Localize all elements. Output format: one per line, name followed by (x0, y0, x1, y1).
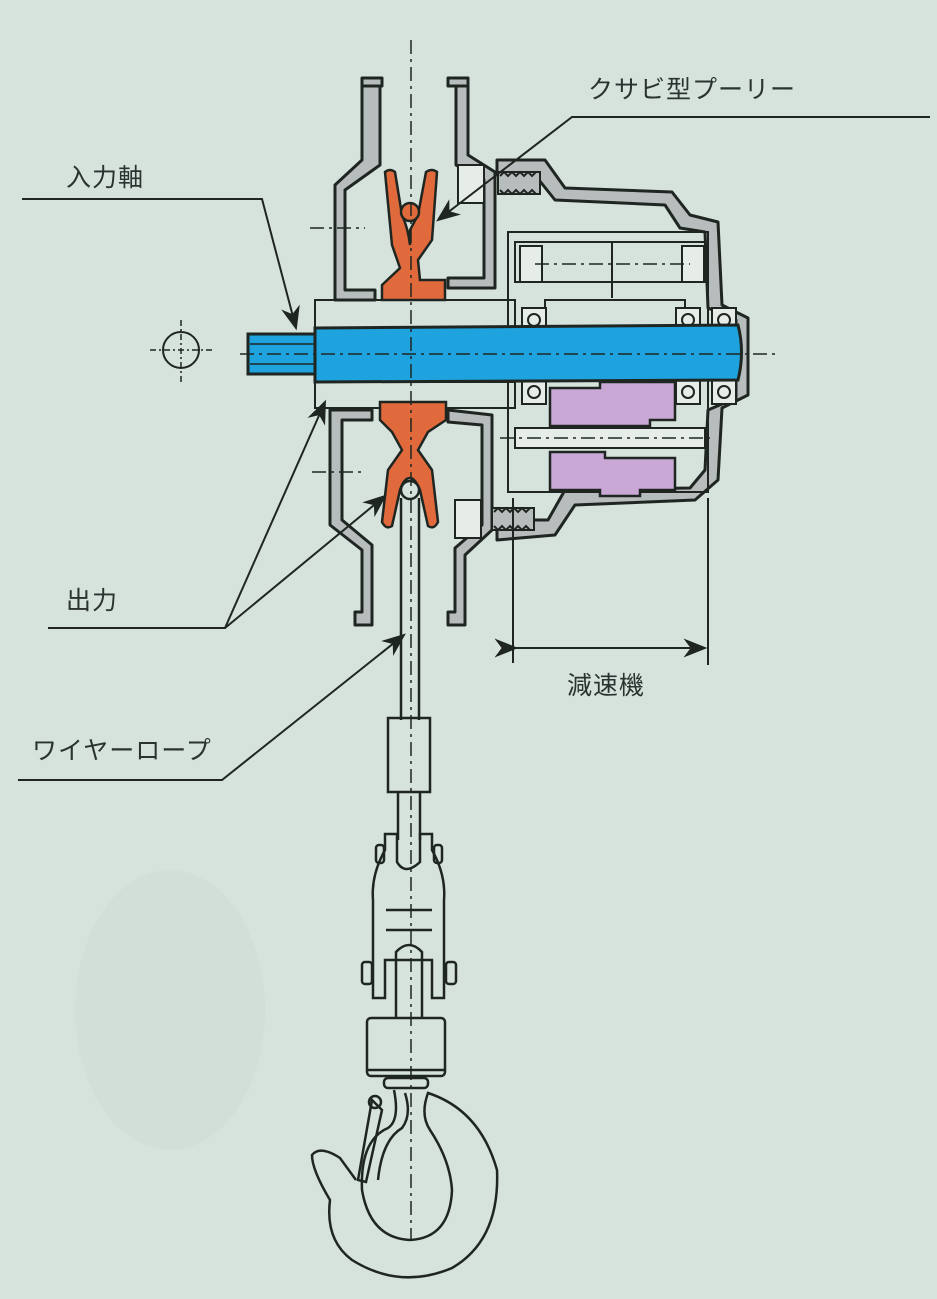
upper-housing (333, 76, 497, 302)
centerlines (240, 40, 775, 1240)
wire-rope (399, 498, 421, 720)
label-input-shaft: 入力軸 (66, 163, 145, 192)
label-reducer: 減速機 (567, 671, 646, 700)
upper-bolt (457, 164, 541, 204)
reducer-gears (548, 380, 677, 498)
hook-assembly (310, 716, 499, 1279)
reference-circle (150, 320, 212, 382)
leader-lines (18, 116, 930, 781)
background-ghost (75, 870, 265, 1150)
wedge-pulley-upper (380, 168, 447, 302)
label-wedge-pulley: クサビ型プーリー (588, 75, 797, 104)
label-wire-rope: ワイヤーロープ (32, 736, 212, 765)
wedge-pulley-lower (378, 400, 448, 529)
label-output: 出力 (66, 586, 119, 615)
